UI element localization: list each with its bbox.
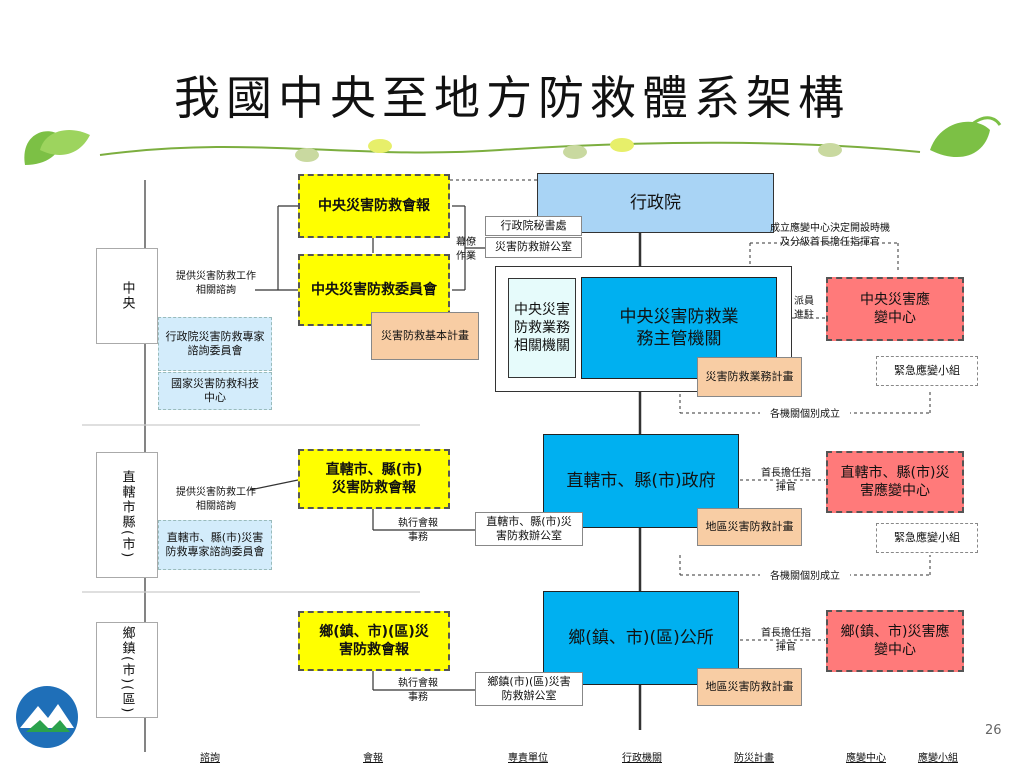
township-disaster-office-box: 鄉鎮(市)(區)災害防救辦公室 xyxy=(475,672,583,706)
note-each-agency-municipal: 各機關個別成立 xyxy=(760,570,850,584)
basic-plan-doc: 災害防救基本計畫 xyxy=(371,312,479,360)
legend-dedicated-unit: 專責單位 xyxy=(508,753,548,764)
note-commander-municipal: 首長擔任指揮官 xyxy=(761,468,811,493)
municipal-plan-doc: 地區災害防救計畫 xyxy=(697,508,802,546)
note-each-agency-central: 各機關個別成立 xyxy=(760,408,850,422)
municipal-emergency-team-box: 緊急應變小組 xyxy=(876,523,978,553)
side-label-township: 鄉鎮(市)(區) xyxy=(96,622,158,718)
side-label-central: 中央 xyxy=(96,248,158,344)
header-vine-decoration xyxy=(24,116,1002,165)
page-title: 我國中央至地方防救體系架構 xyxy=(174,71,850,125)
note-provide-advice-central: 提供災害防救工作相關諮詢 xyxy=(176,271,256,296)
central-eoc-box: 中央災害應變中心 xyxy=(826,277,964,341)
organization-logo xyxy=(16,686,78,748)
advisory-committee-box: 行政院災害防救專家諮詢委員會 xyxy=(158,317,272,371)
legend-admin-agency: 行政機關 xyxy=(622,753,662,764)
central-council-box: 中央災害防救會報 xyxy=(298,174,450,238)
related-agencies-box: 中央災害防救業務相關機關 xyxy=(508,278,576,378)
legend-advice: 諮詢 xyxy=(200,753,220,764)
township-eoc-box: 鄉(鎮、市)災害應變中心 xyxy=(826,610,964,672)
municipal-office-box: 直轄市、縣(市)災害防救辦公室 xyxy=(475,512,583,546)
municipal-council-box: 直轄市、縣(市)災害防救會報 xyxy=(298,449,450,509)
ncdr-box: 國家災害防救科技中心 xyxy=(158,372,272,410)
note-dispatch: 派員進駐 xyxy=(794,296,814,321)
legend-eoc: 應變中心 xyxy=(846,753,886,764)
legend-emergency-team: 應變小組 xyxy=(918,753,958,764)
municipal-eoc-box: 直轄市、縣(市)災害應變中心 xyxy=(826,451,964,513)
ops-plan-doc: 災害防救業務計畫 xyxy=(697,357,802,397)
township-council-box: 鄉(鎮、市)(區)災害防救會報 xyxy=(298,611,450,671)
central-disaster-office-box: 災害防救辦公室 xyxy=(485,237,582,258)
note-staff-work: 幕僚作業 xyxy=(456,237,476,262)
side-label-municipal: 直轄市縣(市) xyxy=(96,452,158,578)
legend-disaster-plan: 防災計畫 xyxy=(734,753,774,764)
note-exec-township: 執行會報事務 xyxy=(398,678,438,703)
township-plan-doc: 地區災害防救計畫 xyxy=(697,668,802,706)
note-establish-eoc: 成立應變中心決定開設時機及分級首長擔任指揮官 xyxy=(770,223,890,248)
page-number: 26 xyxy=(985,723,1002,738)
municipal-advisory-box: 直轄市、縣(市)災害防救專家諮詢委員會 xyxy=(158,520,272,570)
central-emergency-team-box: 緊急應變小組 xyxy=(876,356,978,386)
note-commander-township: 首長擔任指揮官 xyxy=(761,628,811,653)
note-exec-municipal: 執行會報事務 xyxy=(398,518,438,543)
note-provide-advice-municipal: 提供災害防救工作相關諮詢 xyxy=(176,487,256,512)
exec-secretariat-box: 行政院秘書處 xyxy=(485,216,582,236)
legend-council: 會報 xyxy=(363,753,383,764)
